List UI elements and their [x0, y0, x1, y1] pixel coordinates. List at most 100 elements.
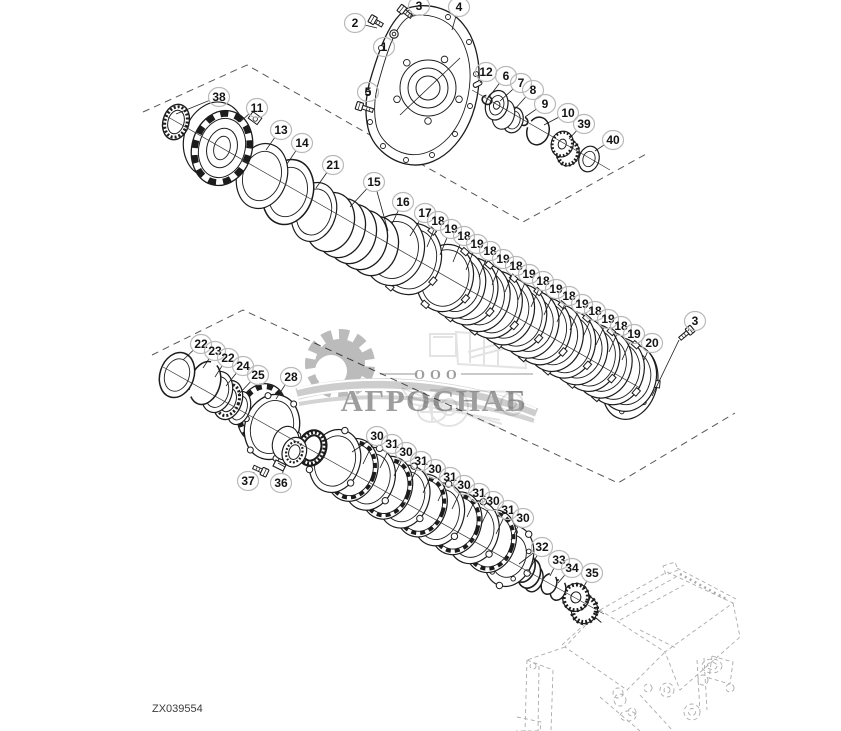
- callout-30[interactable]: 30: [351, 425, 389, 465]
- callout-3[interactable]: 3: [683, 310, 707, 332]
- callout-ring: [452, 225, 476, 247]
- callout-20[interactable]: 20: [640, 332, 664, 361]
- lower-clutch-pack: [158, 351, 602, 626]
- washer-1: [389, 29, 399, 39]
- callout-2[interactable]: 2: [343, 12, 378, 34]
- bearing-38: [161, 103, 191, 141]
- housing-outline: [516, 561, 741, 731]
- callout-30[interactable]: 30: [451, 474, 476, 510]
- callout-32[interactable]: 32: [518, 536, 554, 572]
- callout-number: 22: [194, 337, 208, 351]
- boundary-lines: [142, 64, 736, 484]
- callout-6[interactable]: 6: [488, 65, 518, 98]
- callout-number: 18: [457, 229, 471, 243]
- callout-number: 9: [542, 97, 549, 111]
- callout-16[interactable]: 16: [391, 191, 415, 225]
- callout-8[interactable]: 8: [513, 79, 545, 111]
- callout-ring: [467, 482, 491, 504]
- callout-ring: [478, 240, 502, 262]
- callout-ring: [570, 293, 594, 315]
- callout-number: 19: [522, 267, 536, 281]
- callout-30[interactable]: 30: [393, 441, 418, 477]
- callout-number: 18: [536, 274, 550, 288]
- callout-ring: [509, 72, 533, 94]
- callout-number: 25: [251, 368, 265, 382]
- callout-ring: [245, 97, 269, 119]
- callout-ring: [207, 86, 231, 108]
- callout-25[interactable]: 25: [237, 364, 270, 396]
- upper-clutch-pack: [161, 101, 696, 420]
- callout-35[interactable]: 35: [580, 562, 604, 591]
- callout-ring: [557, 285, 581, 307]
- callout-number: 30: [428, 462, 442, 476]
- callout-number: 3: [692, 314, 699, 328]
- callout-ring: [269, 119, 293, 141]
- gear-35: [561, 582, 602, 626]
- callout-ring: [343, 12, 367, 34]
- callout-number: 11: [251, 101, 264, 115]
- watermark-org-form: ООО: [414, 368, 462, 383]
- callout-number: 13: [274, 123, 288, 137]
- callout-number: 33: [552, 553, 566, 567]
- callout-number: 18: [588, 304, 602, 318]
- callout-10[interactable]: 10: [543, 102, 580, 126]
- callout-ring: [279, 366, 303, 388]
- callout-number: 14: [295, 136, 309, 150]
- callout-5[interactable]: 5: [356, 81, 380, 106]
- callout-31[interactable]: 31: [466, 482, 491, 518]
- callout-22[interactable]: 22: [182, 333, 213, 361]
- callout-14[interactable]: 14: [286, 132, 314, 165]
- cap-screw-2: [367, 14, 384, 28]
- callout-4[interactable]: 4: [447, 0, 471, 31]
- callout-40[interactable]: 40: [594, 129, 625, 152]
- callout-31[interactable]: 31: [408, 450, 433, 486]
- clutch-drum-11: [182, 101, 263, 187]
- callout-ring: [580, 562, 604, 584]
- callout-ring: [494, 65, 518, 87]
- callout-ring: [356, 81, 380, 103]
- callout-ring: [189, 333, 213, 355]
- callout-ring: [622, 323, 646, 345]
- callout-15[interactable]: 15: [349, 171, 389, 232]
- callout-19[interactable]: 19: [621, 323, 646, 361]
- callout-22[interactable]: 22: [214, 347, 240, 378]
- callout-number: 17: [418, 206, 432, 220]
- section-boundary-dashed-lines: [142, 64, 736, 484]
- callout-ring: [596, 308, 620, 330]
- swoosh-ribbon-icon: [295, 378, 539, 423]
- callout-number: 12: [479, 65, 493, 79]
- callout-38[interactable]: 38: [175, 86, 231, 115]
- callout-34[interactable]: 34: [557, 557, 584, 584]
- callout-number: 10: [561, 106, 575, 120]
- callout-36[interactable]: 36: [269, 470, 293, 494]
- callout-7[interactable]: 7: [499, 72, 533, 102]
- callout-ring: [572, 113, 596, 135]
- callout-number: 39: [577, 117, 591, 131]
- callout-ring: [683, 310, 707, 332]
- callout-31[interactable]: 31: [379, 433, 404, 469]
- callout-39[interactable]: 39: [568, 113, 596, 140]
- callout-3[interactable]: 3: [407, 0, 431, 18]
- callout-1[interactable]: 1: [372, 36, 396, 58]
- callout-number: 37: [241, 474, 255, 488]
- callout-number: 40: [606, 133, 620, 147]
- callout-ring: [362, 171, 386, 193]
- callout-28[interactable]: 28: [275, 366, 303, 400]
- callout-number: 31: [443, 470, 457, 484]
- callout-21[interactable]: 21: [315, 154, 345, 189]
- callout-30[interactable]: 30: [510, 507, 535, 541]
- callout-37[interactable]: 37: [236, 470, 260, 492]
- callout-number: 5: [365, 85, 372, 99]
- callout-number: 1: [381, 40, 388, 54]
- callout-13[interactable]: 13: [265, 119, 293, 151]
- callout-ring: [547, 549, 571, 571]
- callout-11[interactable]: 11: [239, 97, 269, 123]
- callout-number: 19: [575, 297, 589, 311]
- callout-ring: [609, 315, 633, 337]
- callout-30[interactable]: 30: [480, 490, 505, 526]
- callout-31[interactable]: 31: [437, 466, 462, 502]
- callout-ring: [465, 233, 489, 255]
- callout-number: 30: [486, 494, 500, 508]
- callout-9[interactable]: 9: [524, 93, 557, 118]
